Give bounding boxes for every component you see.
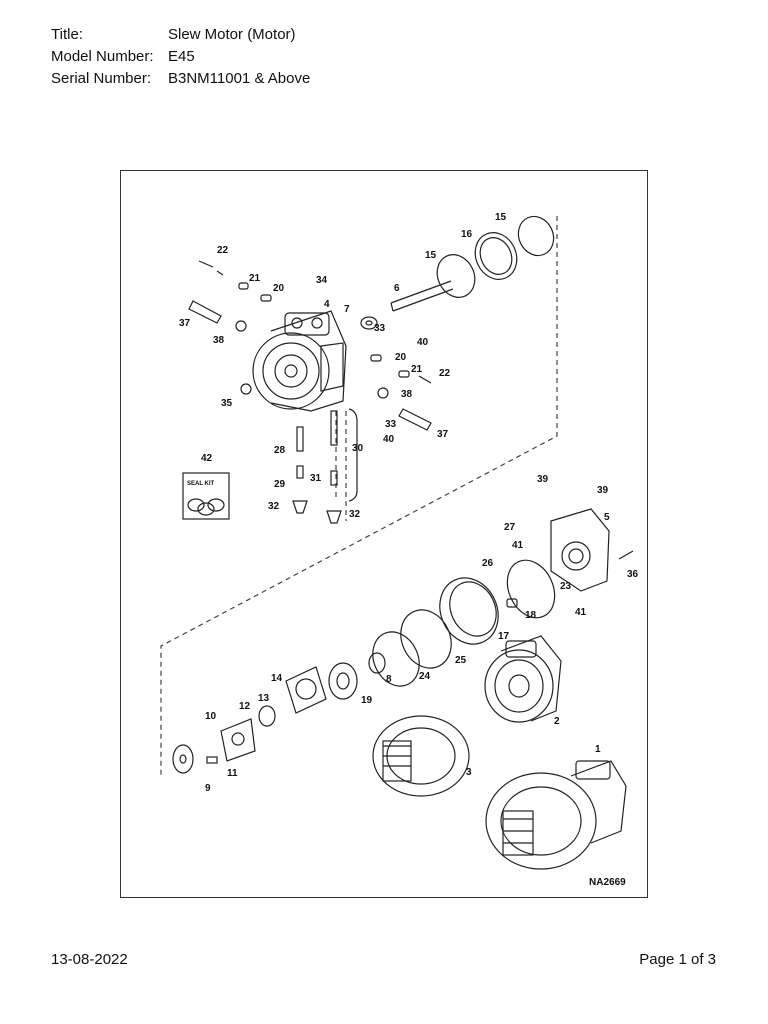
callout-41b: 41 (575, 607, 587, 618)
assembly-guide-lines (160, 216, 558, 776)
callout-23: 23 (560, 581, 572, 592)
callout-19: 19 (361, 695, 373, 706)
callout-38b: 38 (401, 389, 413, 400)
valve-block (550, 508, 634, 592)
callout-39a: 39 (537, 474, 549, 485)
callout-25: 25 (455, 655, 467, 666)
callout-34: 34 (316, 275, 328, 286)
callout-10: 10 (205, 711, 217, 722)
callout-17: 17 (498, 631, 510, 642)
callout-32b: 32 (349, 509, 361, 520)
callout-27: 27 (504, 522, 516, 533)
callout-33a: 33 (374, 323, 386, 334)
callout-24: 24 (419, 671, 431, 682)
callout-22a: 22 (217, 245, 229, 256)
complete-assembly-1 (485, 760, 627, 870)
seal-kit (182, 472, 230, 520)
callout-32a: 32 (268, 501, 280, 512)
callout-30: 30 (352, 443, 364, 454)
callout-20a: 20 (273, 283, 285, 294)
callout-8: 8 (386, 674, 392, 685)
model-value: E45 (168, 48, 195, 65)
callout-31: 31 (310, 473, 322, 484)
relief-valves (188, 260, 432, 431)
parts-diagram-frame: 1 2 3 4 5 6 7 8 9 10 11 12 13 14 15 15 1… (120, 170, 648, 898)
callout-40b: 40 (383, 434, 395, 445)
callout-11: 11 (227, 768, 238, 779)
brake-rings (372, 559, 556, 687)
title-value: Slew Motor (Motor) (168, 26, 296, 43)
callout-1: 1 (595, 744, 601, 755)
rotating-group (172, 652, 386, 774)
title-row: Title: Slew Motor (Motor) (51, 24, 310, 46)
callout-12: 12 (239, 701, 251, 712)
callout-38a: 38 (213, 335, 225, 346)
callout-9: 9 (205, 783, 211, 794)
callout-6: 6 (394, 283, 400, 294)
callout-37b: 37 (437, 429, 449, 440)
callout-28: 28 (274, 445, 286, 456)
callout-26: 26 (482, 558, 494, 569)
callout-5: 5 (604, 512, 610, 523)
callout-13: 13 (258, 693, 270, 704)
callout-22b: 22 (439, 368, 451, 379)
callout-21b: 21 (411, 364, 423, 375)
motor-housing-upper (252, 310, 347, 412)
seal-kit-text: SEAL KIT (187, 481, 215, 487)
reduction-gear-3 (372, 715, 470, 797)
callout-40a: 40 (417, 337, 429, 348)
callout-29: 29 (274, 479, 286, 490)
callout-4: 4 (324, 299, 330, 310)
output-shaft (360, 280, 454, 330)
callout-15b: 15 (495, 212, 507, 223)
serial-label: Serial Number: (51, 70, 152, 87)
footer-page-number: Page 1 of 3 (639, 951, 716, 968)
footer-date: 13-08-2022 (51, 951, 128, 968)
model-label: Model Number: (51, 48, 154, 65)
serial-value: B3NM11001 & Above (168, 70, 311, 87)
callout-14: 14 (271, 673, 283, 684)
callout-36: 36 (627, 569, 639, 580)
snap-rings (436, 215, 555, 298)
motor-assembly-2 (484, 635, 562, 723)
callout-3: 3 (466, 767, 472, 778)
title-label: Title: (51, 26, 83, 43)
callout-2: 2 (554, 716, 560, 727)
callout-35: 35 (221, 398, 233, 409)
callout-33b: 33 (385, 419, 397, 430)
callout-42: 42 (201, 453, 213, 464)
document-header: Title: Slew Motor (Motor) Model Number: … (51, 24, 310, 90)
model-row: Model Number: E45 (51, 46, 310, 68)
callout-41a: 41 (512, 540, 524, 551)
callout-labels: 1 2 3 4 5 6 7 8 9 10 11 12 13 14 15 15 1… (179, 212, 639, 888)
callout-16: 16 (461, 229, 473, 240)
callout-18: 18 (525, 610, 537, 621)
callout-20b: 20 (395, 352, 407, 363)
callout-7: 7 (344, 304, 350, 315)
diagram-code: NA2669 (589, 877, 626, 888)
serial-row: Serial Number: B3NM11001 & Above (51, 68, 310, 90)
callout-39b: 39 (597, 485, 609, 496)
exploded-parts-diagram: 1 2 3 4 5 6 7 8 9 10 11 12 13 14 15 15 1… (160, 212, 639, 888)
callout-37a: 37 (179, 318, 191, 329)
callout-21a: 21 (249, 273, 261, 284)
spool-parts (292, 408, 358, 524)
callout-15a: 15 (425, 250, 437, 261)
